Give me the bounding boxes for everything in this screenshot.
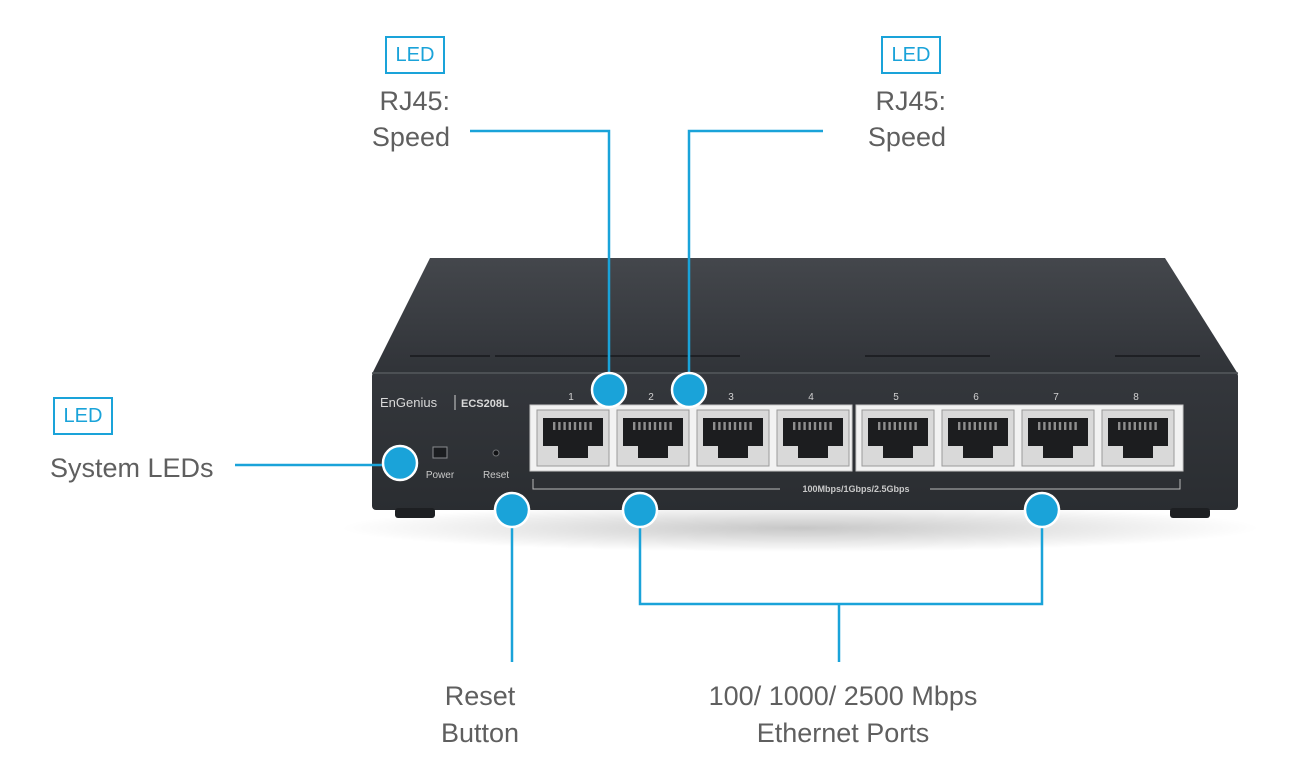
rj45-port [536,409,610,467]
port-number-label: 6 [973,392,979,403]
ethernet-ports-label-line2: Ethernet Ports [756,718,930,748]
device-foot-right [1170,508,1210,518]
reset-pinhole [492,449,500,457]
rj45-port [776,409,850,467]
port-speed-bracket [532,479,1181,490]
rj45-port [941,409,1015,467]
speed-right-label-line1: RJ45: [875,86,946,116]
port-number-label: 2 [648,392,654,403]
reset-button-label-line1: Reset [444,681,516,711]
rj45-port [1021,409,1095,467]
power-label: Power [426,470,455,481]
brand-logo-text: EnGenius [380,395,438,410]
speed-right-label-line2: Speed [867,122,946,152]
port-number-label: 3 [728,392,734,403]
device-shadow [340,504,1260,552]
power-led [432,446,448,459]
led-tag-system: LED [53,397,113,435]
ethernet-ports-label-line1: 100/ 1000/ 2500 Mbps [708,681,978,711]
reset-button-label-line2: Button [440,718,520,748]
port-number-label: 1 [568,392,574,403]
speed-left-label-line1: RJ45: [379,86,450,116]
device-foot-left [395,508,435,518]
rj45-port [616,409,690,467]
rj45-port [861,409,935,467]
port-number-label: 7 [1053,392,1059,403]
port-number-label: 8 [1133,392,1139,403]
reset-label: Reset [483,470,509,481]
led-tag-speed-left: LED [385,36,445,74]
rj45-port [696,409,770,467]
port-number-label: 5 [893,392,899,403]
model-label: ECS208L [461,398,509,410]
rj45-port [1101,409,1175,467]
system-leds-label: System LEDs [50,453,214,483]
led-tag-speed-right: LED [881,36,941,74]
port-number-label: 4 [808,392,814,403]
speed-left-label-line2: Speed [371,122,450,152]
port-speed-text: 100Mbps/1Gbps/2.5Gbps [802,484,909,494]
